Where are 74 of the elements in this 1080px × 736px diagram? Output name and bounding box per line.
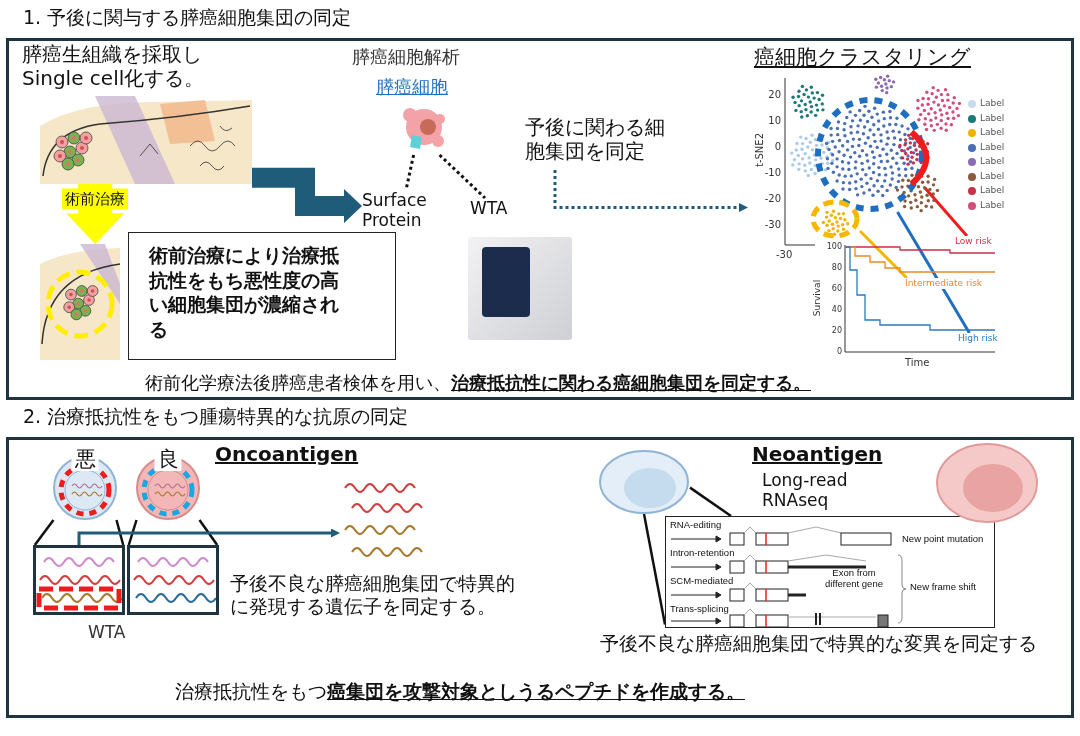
annotation-text: WTA (470, 198, 520, 219)
tick-label: 100 (825, 242, 842, 252)
legend-text: Label (980, 141, 1005, 153)
cell-label: 良 (154, 448, 182, 472)
tick-label: 10 (767, 115, 781, 127)
diagram-label: Exon from different gene (824, 567, 884, 590)
risk-label: High risk (958, 333, 996, 344)
leader-line (896, 211, 971, 334)
diagram-label: RNA-editing (670, 519, 722, 531)
arrow (77, 528, 340, 545)
annotation-text: 予後に関わる細胞集団を同定 (525, 115, 675, 163)
risk-label: Low risk (955, 236, 995, 247)
highlight-ring (815, 97, 925, 212)
tick-label: 60 (830, 284, 842, 294)
leader-line (923, 187, 969, 237)
chart-title: 癌細胞クラスタリング (754, 45, 971, 71)
edge-label: 術前治療 (62, 188, 129, 210)
highlight-ring (810, 199, 860, 239)
summary-text: 術前化学療法後膵癌患者検体を用い、治療抵抗性に関わる癌細胞集団を同定する。 (145, 372, 811, 394)
section-subtitle: Neoantigen (752, 442, 883, 466)
tick-label: -30 (763, 219, 781, 231)
pancreas-drawing (40, 244, 120, 360)
legend-text: Label (980, 98, 1005, 109)
legend-text: Label (980, 156, 1005, 167)
axis-text: -30 (776, 249, 794, 261)
dotted-line (438, 153, 487, 200)
legend-text: Label (980, 112, 1005, 124)
link-text: 膵癌細胞 (376, 76, 448, 98)
callout-text: 術前治療により治療抵抗性をもち悪性度の高い細胞集団が濃縮される (149, 243, 340, 342)
tick-label: 0 (835, 347, 842, 357)
diagram-label: New frame shift (910, 581, 976, 593)
block-arrow (252, 167, 362, 224)
section-heading: 1. 予後に関与する膵癌細胞集団の同定 (23, 5, 352, 30)
zoom-line (127, 519, 138, 546)
axis-title: Survival (811, 279, 823, 317)
tick-label: 80 (830, 263, 842, 273)
diagram-label: Trans-splicing (670, 603, 729, 615)
legend-text: Label (980, 170, 1005, 182)
cell-label: 悪 (71, 448, 99, 472)
tumor-cell-drawing (598, 448, 690, 514)
zoom-line (689, 486, 732, 518)
diagram-label: New point mutation (902, 533, 984, 545)
tick-label: -20 (763, 193, 781, 205)
legend-text: Label (980, 199, 1005, 211)
section-subtitle: Oncoantigen (215, 442, 359, 466)
summary-text: 予後不良な膵癌細胞集団で特異的な変異を同定する (600, 632, 1037, 655)
axis-text: WTA (88, 622, 126, 643)
axis-title: t-SNE2 (754, 133, 765, 167)
block-arrow (66, 183, 125, 244)
tick-label: 0 (773, 141, 781, 153)
pancreas-drawing (40, 96, 252, 184)
callout-box (128, 232, 396, 360)
dotted-arrow (553, 170, 748, 212)
summary-text: 治療抵抗性をもつ癌集団を攻撃対象としうるペプチドを作成する。 (175, 680, 745, 703)
legend-text: Label (980, 127, 1005, 138)
zoom-line (33, 519, 55, 546)
zoom-line (642, 513, 667, 625)
tick-label: 40 (830, 305, 842, 315)
axis-text: Time (905, 357, 930, 369)
legend-text: Label (980, 185, 1005, 196)
annotation-text: Surface Protein (362, 190, 450, 231)
leader-line (858, 229, 908, 280)
annotation-text: 膵癌生組織を採取しSingle cell化する。 (22, 42, 206, 90)
tick-label: 20 (830, 326, 842, 336)
zoom-line (115, 519, 125, 546)
tick-label: -10 (763, 167, 781, 179)
diagram-label: Intron-retention (670, 547, 735, 559)
zoom-line (198, 519, 219, 546)
diagram-label: SCM-mediated (670, 575, 734, 587)
annotation-text: Long-read RNAseq (762, 470, 849, 511)
tick-label: 20 (767, 89, 781, 101)
axis-text: 膵癌細胞解析 (352, 46, 460, 68)
annotation-text: 予後不良な膵癌細胞集団で特異的に発現する遺伝子を同定する。 (230, 572, 516, 618)
section-heading: 2. 治療抵抗性をもつ腫瘍特異的な抗原の同定 (23, 404, 409, 429)
